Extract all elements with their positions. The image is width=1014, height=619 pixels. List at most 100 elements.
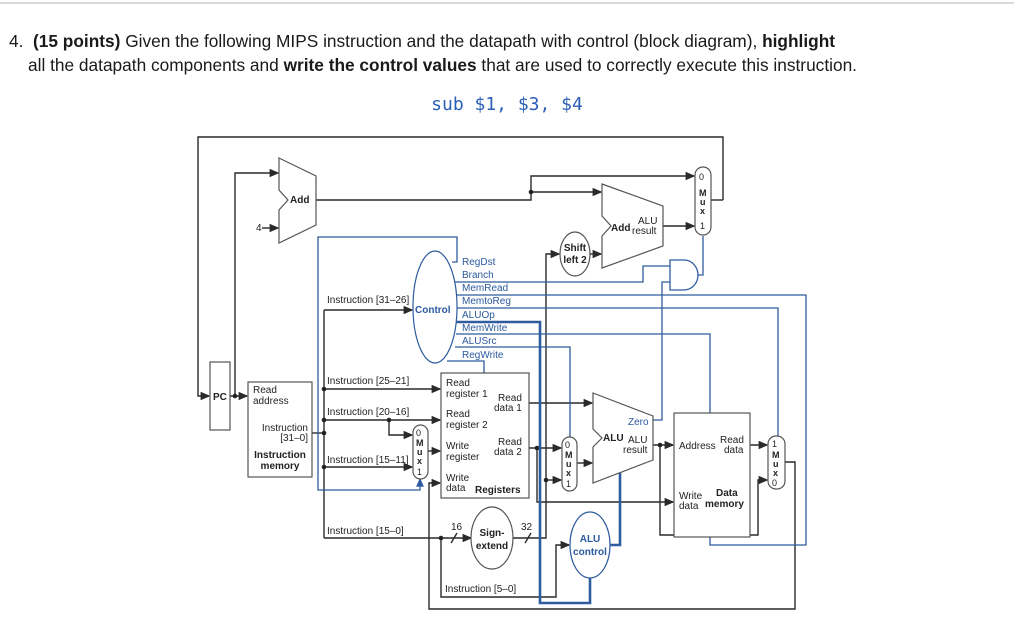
svg-text:data 1: data 1	[494, 403, 522, 414]
svg-text:Instruction: Instruction	[262, 423, 308, 434]
alu: ALU ALU result Zero	[592, 392, 654, 484]
svg-text:result: result	[623, 445, 648, 456]
svg-text:x: x	[566, 468, 571, 478]
svg-text:Shift: Shift	[564, 243, 587, 254]
svg-text:Write: Write	[679, 491, 703, 502]
svg-text:Registers: Registers	[475, 485, 521, 496]
svg-text:memory: memory	[261, 461, 300, 472]
svg-text:1: 1	[700, 221, 705, 231]
svg-text:x: x	[417, 456, 422, 466]
instruction-field-labels: Instruction [31–26] Instruction [25–21] …	[327, 295, 516, 595]
svg-text:register 2: register 2	[446, 420, 488, 431]
question-part: all the datapath components and	[28, 55, 284, 75]
svg-text:Instruction [5–0]: Instruction [5–0]	[445, 584, 516, 595]
svg-text:u: u	[566, 459, 572, 469]
svg-text:Instruction [15–0]: Instruction [15–0]	[327, 526, 404, 537]
signal-branch: Branch	[462, 270, 494, 281]
question-number: 4.	[9, 31, 24, 51]
shift-left-2: Shift left 2	[559, 231, 591, 277]
junction-dots	[232, 189, 663, 541]
sign-extend: 16 32 Sign- extend	[450, 506, 533, 570]
regdst-mux: 0 M u x 1	[412, 424, 429, 480]
svg-text:Zero: Zero	[628, 417, 649, 428]
memtoreg-mux: 1 M u x 0	[767, 435, 786, 490]
svg-text:Sign-: Sign-	[480, 528, 505, 539]
svg-text:extend: extend	[476, 541, 508, 552]
svg-text:data: data	[446, 483, 466, 494]
svg-text:Read: Read	[446, 378, 470, 389]
question-highlight: highlight	[762, 31, 836, 51]
question-text: 4. (15 points) Given the following MIPS …	[9, 29, 857, 77]
top-divider	[0, 2, 1014, 4]
svg-text:M: M	[699, 188, 707, 198]
svg-text:Write: Write	[446, 441, 470, 452]
svg-text:1: 1	[417, 467, 422, 477]
svg-text:Instruction: Instruction	[254, 450, 306, 461]
svg-text:result: result	[632, 226, 657, 237]
instruction-code: sub $1, $3, $4	[431, 94, 583, 115]
svg-text:[31–0]: [31–0]	[280, 433, 308, 444]
svg-text:address: address	[253, 396, 289, 407]
svg-text:Instruction [25–21]: Instruction [25–21]	[327, 376, 409, 387]
svg-text:data: data	[679, 501, 699, 512]
constant-four: 4	[256, 223, 262, 234]
svg-text:register 1: register 1	[446, 389, 488, 400]
svg-text:ALU: ALU	[638, 216, 657, 227]
svg-text:0: 0	[699, 172, 704, 182]
svg-text:Instruction [20–16]: Instruction [20–16]	[327, 407, 409, 418]
question-part: that are used to correctly execute this …	[476, 55, 857, 75]
svg-text:Add: Add	[611, 223, 630, 234]
svg-text:register: register	[446, 452, 480, 463]
signal-alusrc: ALUSrc	[462, 336, 496, 347]
signal-memwrite: MemWrite	[462, 323, 508, 334]
data-wires	[197, 136, 796, 610]
svg-text:x: x	[700, 206, 705, 216]
control-unit: Control RegDst Branch MemRead MemtoReg A…	[412, 250, 511, 364]
svg-text:Instruction [31–26]: Instruction [31–26]	[327, 295, 409, 306]
instruction-memory: Read address Instruction [31–0] Instruct…	[247, 381, 313, 478]
signal-regwrite: RegWrite	[462, 350, 504, 361]
svg-text:u: u	[700, 197, 706, 207]
alusrc-mux: 0 M u x 1	[561, 436, 578, 492]
alu-control: ALU control	[569, 511, 611, 579]
register-file: Read register 1 Read data 1 Read registe…	[440, 372, 530, 499]
svg-text:PC: PC	[213, 392, 227, 403]
signal-regdst: RegDst	[462, 257, 496, 268]
signal-aluop: ALUOp	[462, 310, 495, 321]
question-part: Given the following MIPS instruction and…	[120, 31, 763, 51]
svg-text:Read: Read	[498, 393, 522, 404]
svg-text:0: 0	[416, 428, 421, 438]
and-gate	[669, 259, 699, 291]
svg-text:Data: Data	[716, 488, 738, 499]
svg-text:Read: Read	[253, 385, 277, 396]
svg-text:Write: Write	[446, 473, 470, 484]
data-memory: Address Read data Write data Data memory	[673, 412, 751, 538]
svg-text:memory: memory	[705, 499, 744, 510]
question-write-values: write the control values	[283, 55, 477, 75]
svg-text:Add: Add	[290, 195, 309, 206]
svg-text:ALU: ALU	[603, 433, 624, 444]
svg-text:left 2: left 2	[563, 255, 587, 266]
svg-text:data 2: data 2	[494, 447, 522, 458]
svg-text:Read: Read	[498, 437, 522, 448]
svg-text:0: 0	[772, 478, 777, 488]
svg-text:M: M	[772, 450, 780, 460]
svg-text:16: 16	[451, 522, 463, 533]
svg-text:32: 32	[521, 522, 533, 533]
svg-text:Instruction [15–11]: Instruction [15–11]	[327, 455, 409, 466]
svg-text:1: 1	[772, 439, 777, 449]
signal-memtoreg: MemtoReg	[462, 296, 511, 307]
question-points: (15 points)	[33, 31, 121, 51]
control-wires	[317, 236, 807, 605]
svg-text:Control: Control	[415, 305, 451, 316]
svg-text:u: u	[417, 447, 423, 457]
svg-text:Read: Read	[446, 409, 470, 420]
svg-text:x: x	[773, 468, 778, 478]
svg-text:ALU: ALU	[580, 534, 601, 545]
svg-text:Read: Read	[720, 435, 744, 446]
branch-adder: Add ALU result	[601, 183, 664, 269]
svg-text:data: data	[724, 445, 744, 456]
pc-register: PC	[209, 361, 231, 431]
svg-text:u: u	[773, 459, 779, 469]
